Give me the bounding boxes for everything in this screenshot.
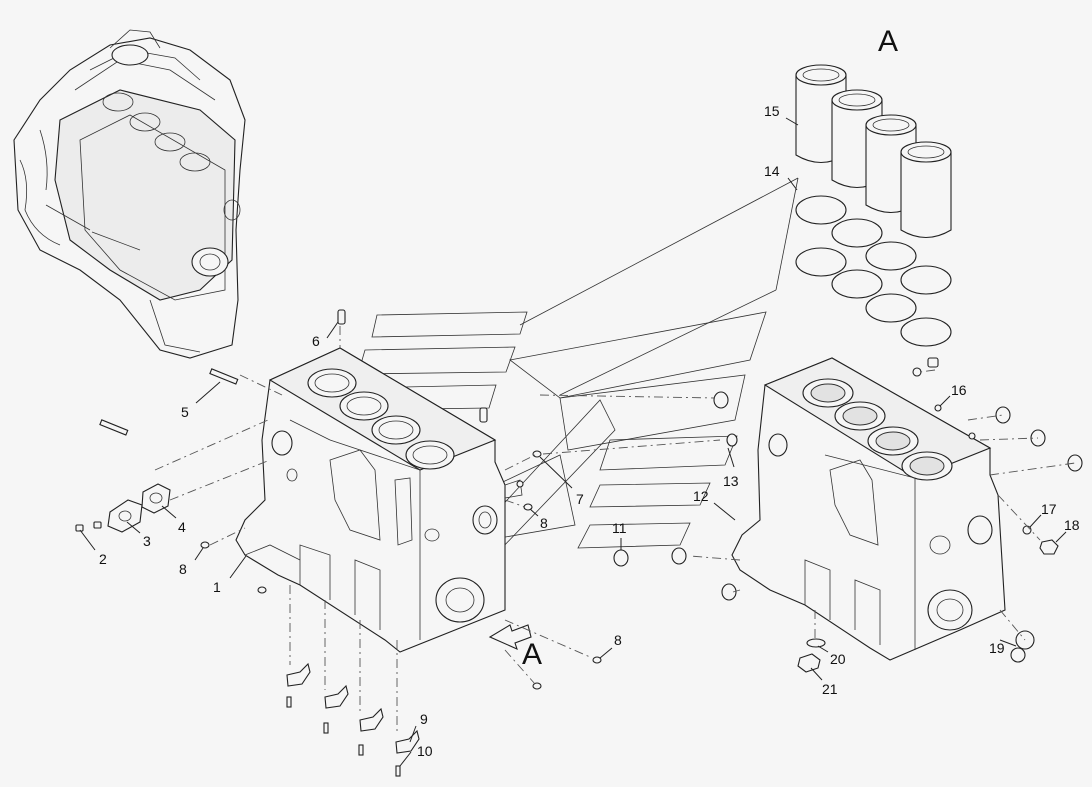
- core-plugs: [613, 391, 1083, 601]
- callout-4: 4: [178, 519, 186, 535]
- cylinder-bore: [371, 415, 421, 445]
- engine-overview-thumbnail: [13, 29, 246, 359]
- o-ring: [831, 269, 883, 299]
- callout-20: 20: [830, 651, 846, 667]
- callout-6: 6: [312, 333, 320, 349]
- o-ring: [831, 218, 883, 248]
- cylinder-block-exploded: [235, 347, 523, 653]
- drain-plug: [797, 653, 821, 673]
- cylinder-bore: [405, 440, 455, 470]
- liner-o-rings: [795, 195, 952, 347]
- pin: [479, 407, 488, 423]
- callout-8a: 8: [540, 515, 548, 531]
- cylinder-bore: [307, 368, 357, 398]
- gasket: [141, 483, 171, 514]
- callout-8b: 8: [179, 561, 187, 577]
- callout-7: 7: [576, 491, 584, 507]
- view-arrow-label: A: [522, 638, 542, 671]
- callout-labels: 1 2 3 4 5 6 7 8 8 8 9 10 11 12 13 14 15 …: [99, 103, 1080, 759]
- o-ring: [865, 241, 917, 271]
- dowel-pins: [99, 368, 239, 436]
- callout-5: 5: [181, 404, 189, 420]
- o-ring: [795, 247, 847, 277]
- bolts: [75, 521, 102, 532]
- cylinder-liners: [795, 64, 952, 239]
- cylinder-bore: [339, 391, 389, 421]
- o-ring: [865, 293, 917, 323]
- callout-21: 21: [822, 681, 838, 697]
- callout-2: 2: [99, 551, 107, 567]
- plug: [927, 357, 939, 368]
- plug: [1010, 647, 1026, 663]
- callout-17: 17: [1041, 501, 1057, 517]
- o-ring: [900, 265, 952, 295]
- callout-11: 11: [612, 520, 627, 536]
- plug: [1039, 539, 1059, 555]
- callout-9: 9: [420, 711, 428, 727]
- sealing-ring: [1022, 525, 1032, 535]
- callout-3: 3: [143, 533, 151, 549]
- cylinder-liner: [900, 141, 952, 239]
- cylinder-block-view-a: [731, 357, 1006, 661]
- piston-cooling-nozzles: [286, 662, 420, 754]
- callout-18: 18: [1064, 517, 1080, 533]
- callout-8c: 8: [614, 632, 622, 648]
- detail-view-label: A: [878, 25, 898, 58]
- o-ring: [795, 195, 847, 225]
- sealing-ring: [806, 638, 826, 648]
- o-ring: [900, 317, 952, 347]
- callout-16: 16: [951, 382, 967, 398]
- callout-13: 13: [723, 473, 739, 489]
- screws: [286, 696, 401, 777]
- callout-14: 14: [764, 163, 780, 179]
- washer: [912, 367, 922, 377]
- leader-lines: [79, 117, 1067, 767]
- callout-15: 15: [764, 103, 780, 119]
- callout-19: 19: [989, 640, 1005, 656]
- callout-12: 12: [693, 488, 709, 504]
- pin: [337, 309, 346, 325]
- callout-10: 10: [417, 743, 433, 759]
- assembly-centerlines: [154, 326, 1076, 735]
- callout-1: 1: [213, 579, 221, 595]
- cover-plate: [107, 499, 143, 533]
